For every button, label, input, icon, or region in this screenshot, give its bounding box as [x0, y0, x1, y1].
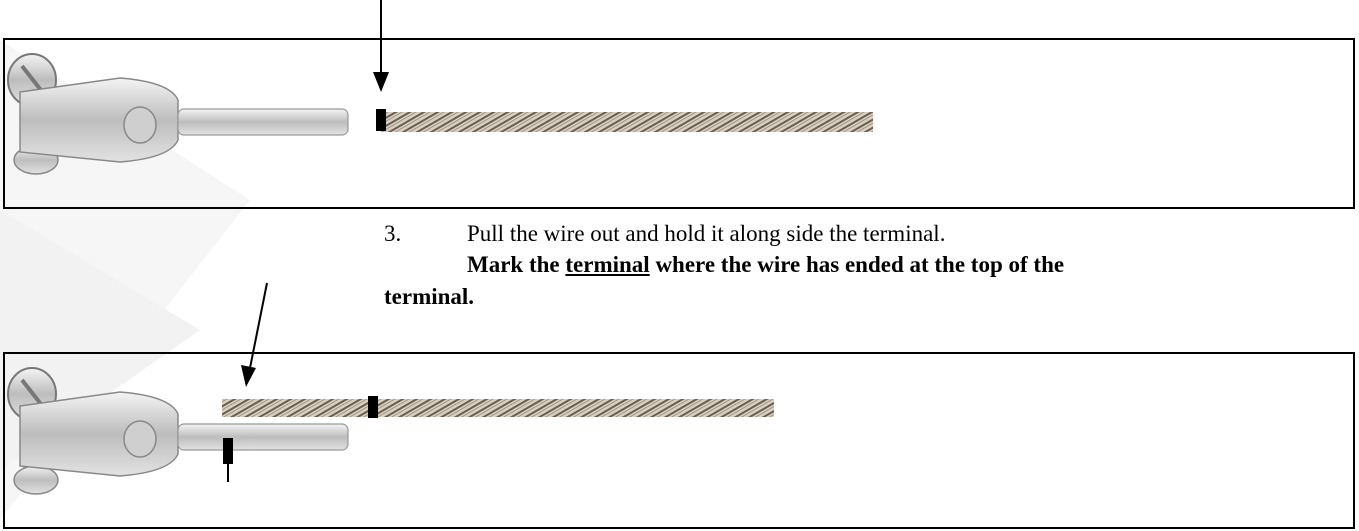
step-emphasis-continued: terminal.	[384, 284, 474, 310]
terminal-fitting-top	[8, 54, 348, 174]
step-emphasis: Mark the terminal where the wire has end…	[467, 252, 1064, 278]
arrow-top	[373, 0, 389, 92]
terminal-mark	[223, 438, 233, 464]
arrow-bottom	[241, 283, 267, 387]
wire-mark-top	[376, 109, 386, 131]
emphasis-underlined-word: terminal	[565, 252, 649, 277]
wire-mark-bottom	[368, 396, 378, 418]
emphasis-end: where the wire has ended at the top of t…	[650, 252, 1064, 277]
wire-cable-top	[381, 112, 873, 132]
emphasis-start: Mark the	[467, 252, 565, 277]
terminal-fitting-bottom	[8, 368, 348, 494]
step-instruction: Pull the wire out and hold it along side…	[467, 221, 945, 247]
wire-cable-bottom	[222, 399, 774, 417]
step-number: 3.	[384, 221, 401, 247]
